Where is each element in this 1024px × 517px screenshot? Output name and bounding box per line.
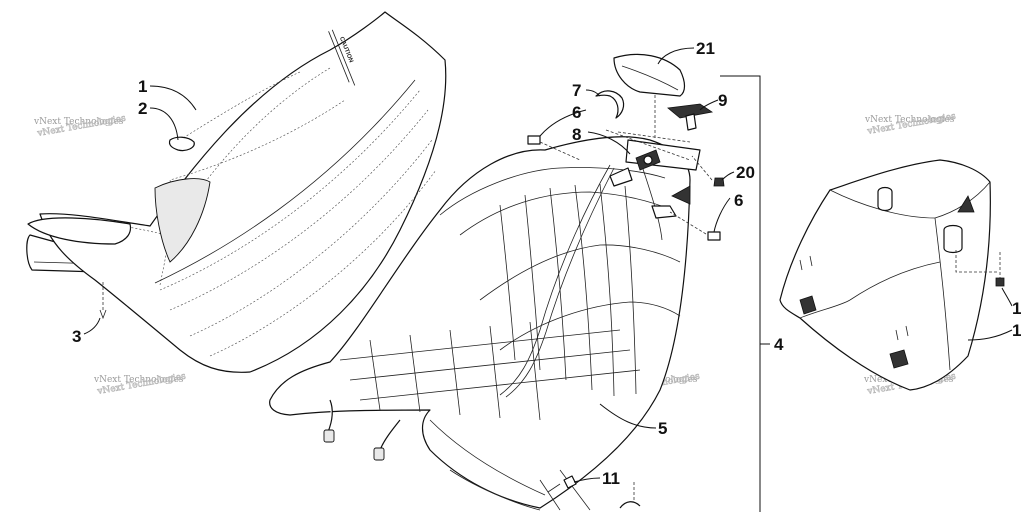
- seat-cushion: [39, 11, 447, 373]
- seat-latch-cover: [168, 136, 195, 152]
- clip-part-6-lower: [669, 211, 721, 241]
- callout-21: 21: [696, 39, 715, 58]
- callout-6-upper: 6: [572, 103, 581, 122]
- callout-1-panel: 1: [1012, 321, 1021, 340]
- seat-frame-pan: [269, 136, 691, 509]
- rear-trim-panel: [779, 159, 1005, 391]
- callout-3-seat: 3: [72, 327, 81, 346]
- watermark-4: vNext Technologies vNext Technologies: [93, 371, 187, 397]
- callout-8: 8: [572, 125, 581, 144]
- clip-part-6-upper: [527, 135, 581, 161]
- svg-text:vNext Technologies: vNext Technologies: [33, 117, 124, 127]
- seat-frame-assembly: [269, 129, 701, 511]
- latch-cover-part-21: [613, 53, 686, 140]
- svg-text:vNext Technologies: vNext Technologies: [93, 375, 184, 385]
- callout-20: 20: [736, 163, 755, 182]
- callout-4: 4: [774, 335, 784, 354]
- svg-text:vNext Technologies: vNext Technologies: [864, 115, 955, 125]
- callout-1-seat: 1: [138, 77, 147, 96]
- arrow-indicator-center: [671, 185, 691, 205]
- bolt-part-20: [691, 155, 725, 187]
- seat-front-nose: [27, 217, 132, 245]
- grip-cable-right: [379, 419, 401, 451]
- callout-1-panel-screw: 1: [1012, 299, 1021, 318]
- callout-11: 11: [602, 469, 620, 488]
- callout-5: 5: [658, 419, 667, 438]
- seat-rear-panel: [154, 178, 211, 263]
- latch-plate-part-9: [667, 103, 714, 131]
- watermark-3: vNext Technologies vNext Technologies: [864, 111, 957, 137]
- watermark-1: vNext Technologies vNext Technologies: [33, 113, 127, 139]
- fastener-part-11: [547, 475, 641, 509]
- callout-6-lower: 6: [734, 191, 743, 210]
- callout-9: 9: [718, 91, 727, 110]
- callout-7: 7: [572, 81, 581, 100]
- callout-2-seat: 2: [138, 99, 147, 118]
- frame-clip: [651, 205, 677, 219]
- bracket-line-4: [720, 75, 761, 512]
- clamp-ring-part-7: [595, 90, 625, 119]
- seat-assembly: CAUTION: [26, 11, 447, 373]
